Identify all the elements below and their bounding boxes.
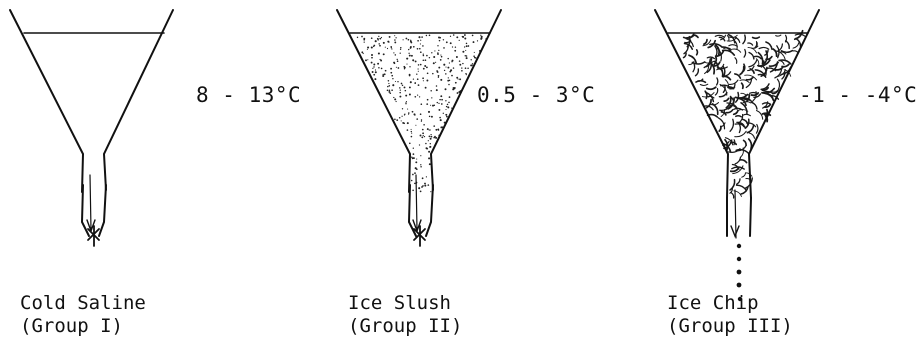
- caption-group-2: Ice Slush (Group II): [348, 292, 462, 338]
- funnel-ice-slush: [336, 9, 502, 247]
- caption-group: (Group III): [667, 315, 793, 337]
- temperature-label-group-1: 8 - 13°C: [196, 83, 302, 107]
- dripping-drops: [736, 243, 743, 302]
- slush-stipple: [356, 34, 488, 193]
- temperature-label-group-3: -1 - -4°C: [799, 83, 918, 107]
- funnel-cold-saline: [9, 9, 174, 247]
- funnel-ice-chip: [654, 9, 820, 239]
- ice-chip-texture: [682, 29, 806, 199]
- caption-group-3: Ice Chip (Group III): [667, 292, 793, 338]
- caption-name: Ice Slush: [348, 292, 451, 314]
- caption-group-1: Cold Saline (Group I): [20, 292, 146, 338]
- temperature-label-group-2: 0.5 - 3°C: [477, 83, 596, 107]
- caption-group: (Group I): [20, 315, 123, 337]
- caption-group: (Group II): [348, 315, 463, 337]
- caption-name: Cold Saline: [20, 292, 146, 314]
- caption-name: Ice Chip: [667, 292, 759, 314]
